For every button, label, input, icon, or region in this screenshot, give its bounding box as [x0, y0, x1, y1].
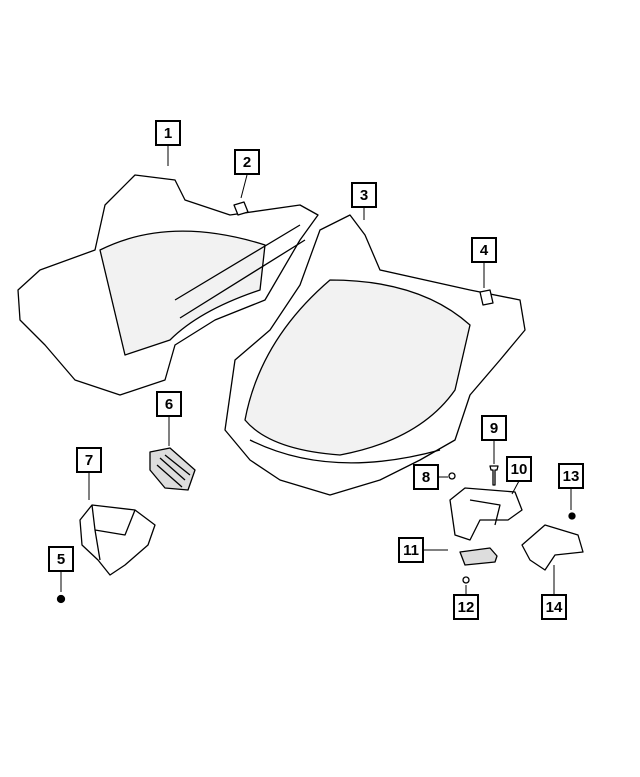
part-5-nut	[56, 594, 66, 604]
part-2-clip	[233, 201, 249, 216]
part-12-clip	[462, 576, 470, 584]
callout-10[interactable]: 10	[506, 456, 532, 482]
part-14-bracket	[521, 524, 584, 571]
callout-3[interactable]: 3	[351, 182, 377, 208]
part-9-screw	[489, 465, 499, 486]
callout-5[interactable]: 5	[48, 546, 74, 572]
callout-6[interactable]: 6	[156, 391, 182, 417]
part-11-bracket	[459, 547, 498, 566]
callout-9[interactable]: 9	[481, 415, 507, 441]
callout-4[interactable]: 4	[471, 237, 497, 263]
callout-14[interactable]: 14	[541, 594, 567, 620]
part-4-clip	[479, 289, 494, 306]
part-10-bracket	[449, 487, 523, 541]
leader-lines	[60, 146, 572, 595]
callout-7[interactable]: 7	[76, 447, 102, 473]
callout-11[interactable]: 11	[398, 537, 424, 563]
callout-13[interactable]: 13	[558, 463, 584, 489]
callout-8[interactable]: 8	[413, 464, 439, 490]
part-7-air-duct	[79, 504, 156, 576]
part-8-clip	[448, 472, 456, 480]
callout-1[interactable]: 1	[155, 120, 181, 146]
callout-2[interactable]: 2	[234, 149, 260, 175]
callout-12[interactable]: 12	[453, 594, 479, 620]
part-13-nut	[568, 512, 576, 520]
